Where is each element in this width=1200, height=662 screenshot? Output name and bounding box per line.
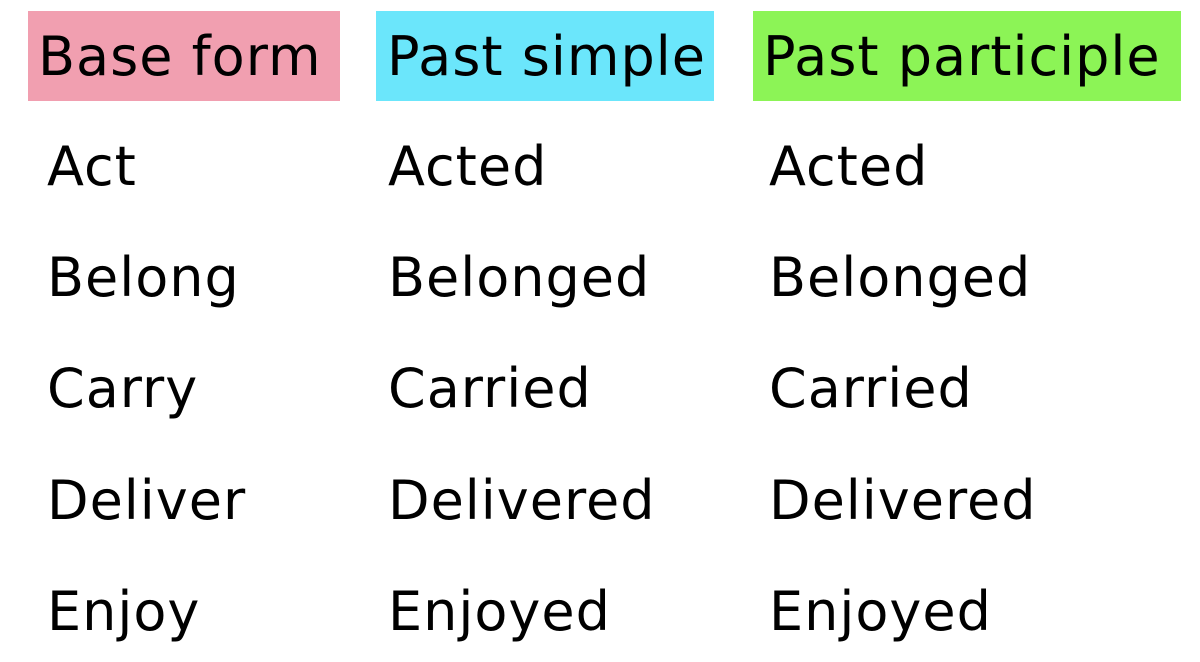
header-past-participle: Past participle (753, 11, 1181, 101)
base-form-cell: Enjoy (47, 580, 201, 643)
past-simple-cell: Enjoyed (388, 580, 611, 643)
header-past-simple: Past simple (376, 11, 714, 101)
past-participle-cell: Acted (769, 135, 929, 198)
base-form-cell: Carry (47, 357, 199, 420)
base-form-cell: Act (47, 135, 137, 198)
base-form-cell: Belong (47, 246, 240, 309)
past-participle-cell: Enjoyed (769, 580, 992, 643)
past-participle-cell: Belonged (769, 246, 1032, 309)
past-simple-cell: Carried (388, 357, 592, 420)
past-simple-cell: Belonged (388, 246, 651, 309)
past-participle-cell: Carried (769, 357, 973, 420)
base-form-cell: Deliver (47, 469, 247, 532)
past-participle-cell: Delivered (769, 469, 1037, 532)
past-simple-cell: Acted (388, 135, 548, 198)
past-simple-cell: Delivered (388, 469, 656, 532)
header-base-form: Base form (28, 11, 340, 101)
